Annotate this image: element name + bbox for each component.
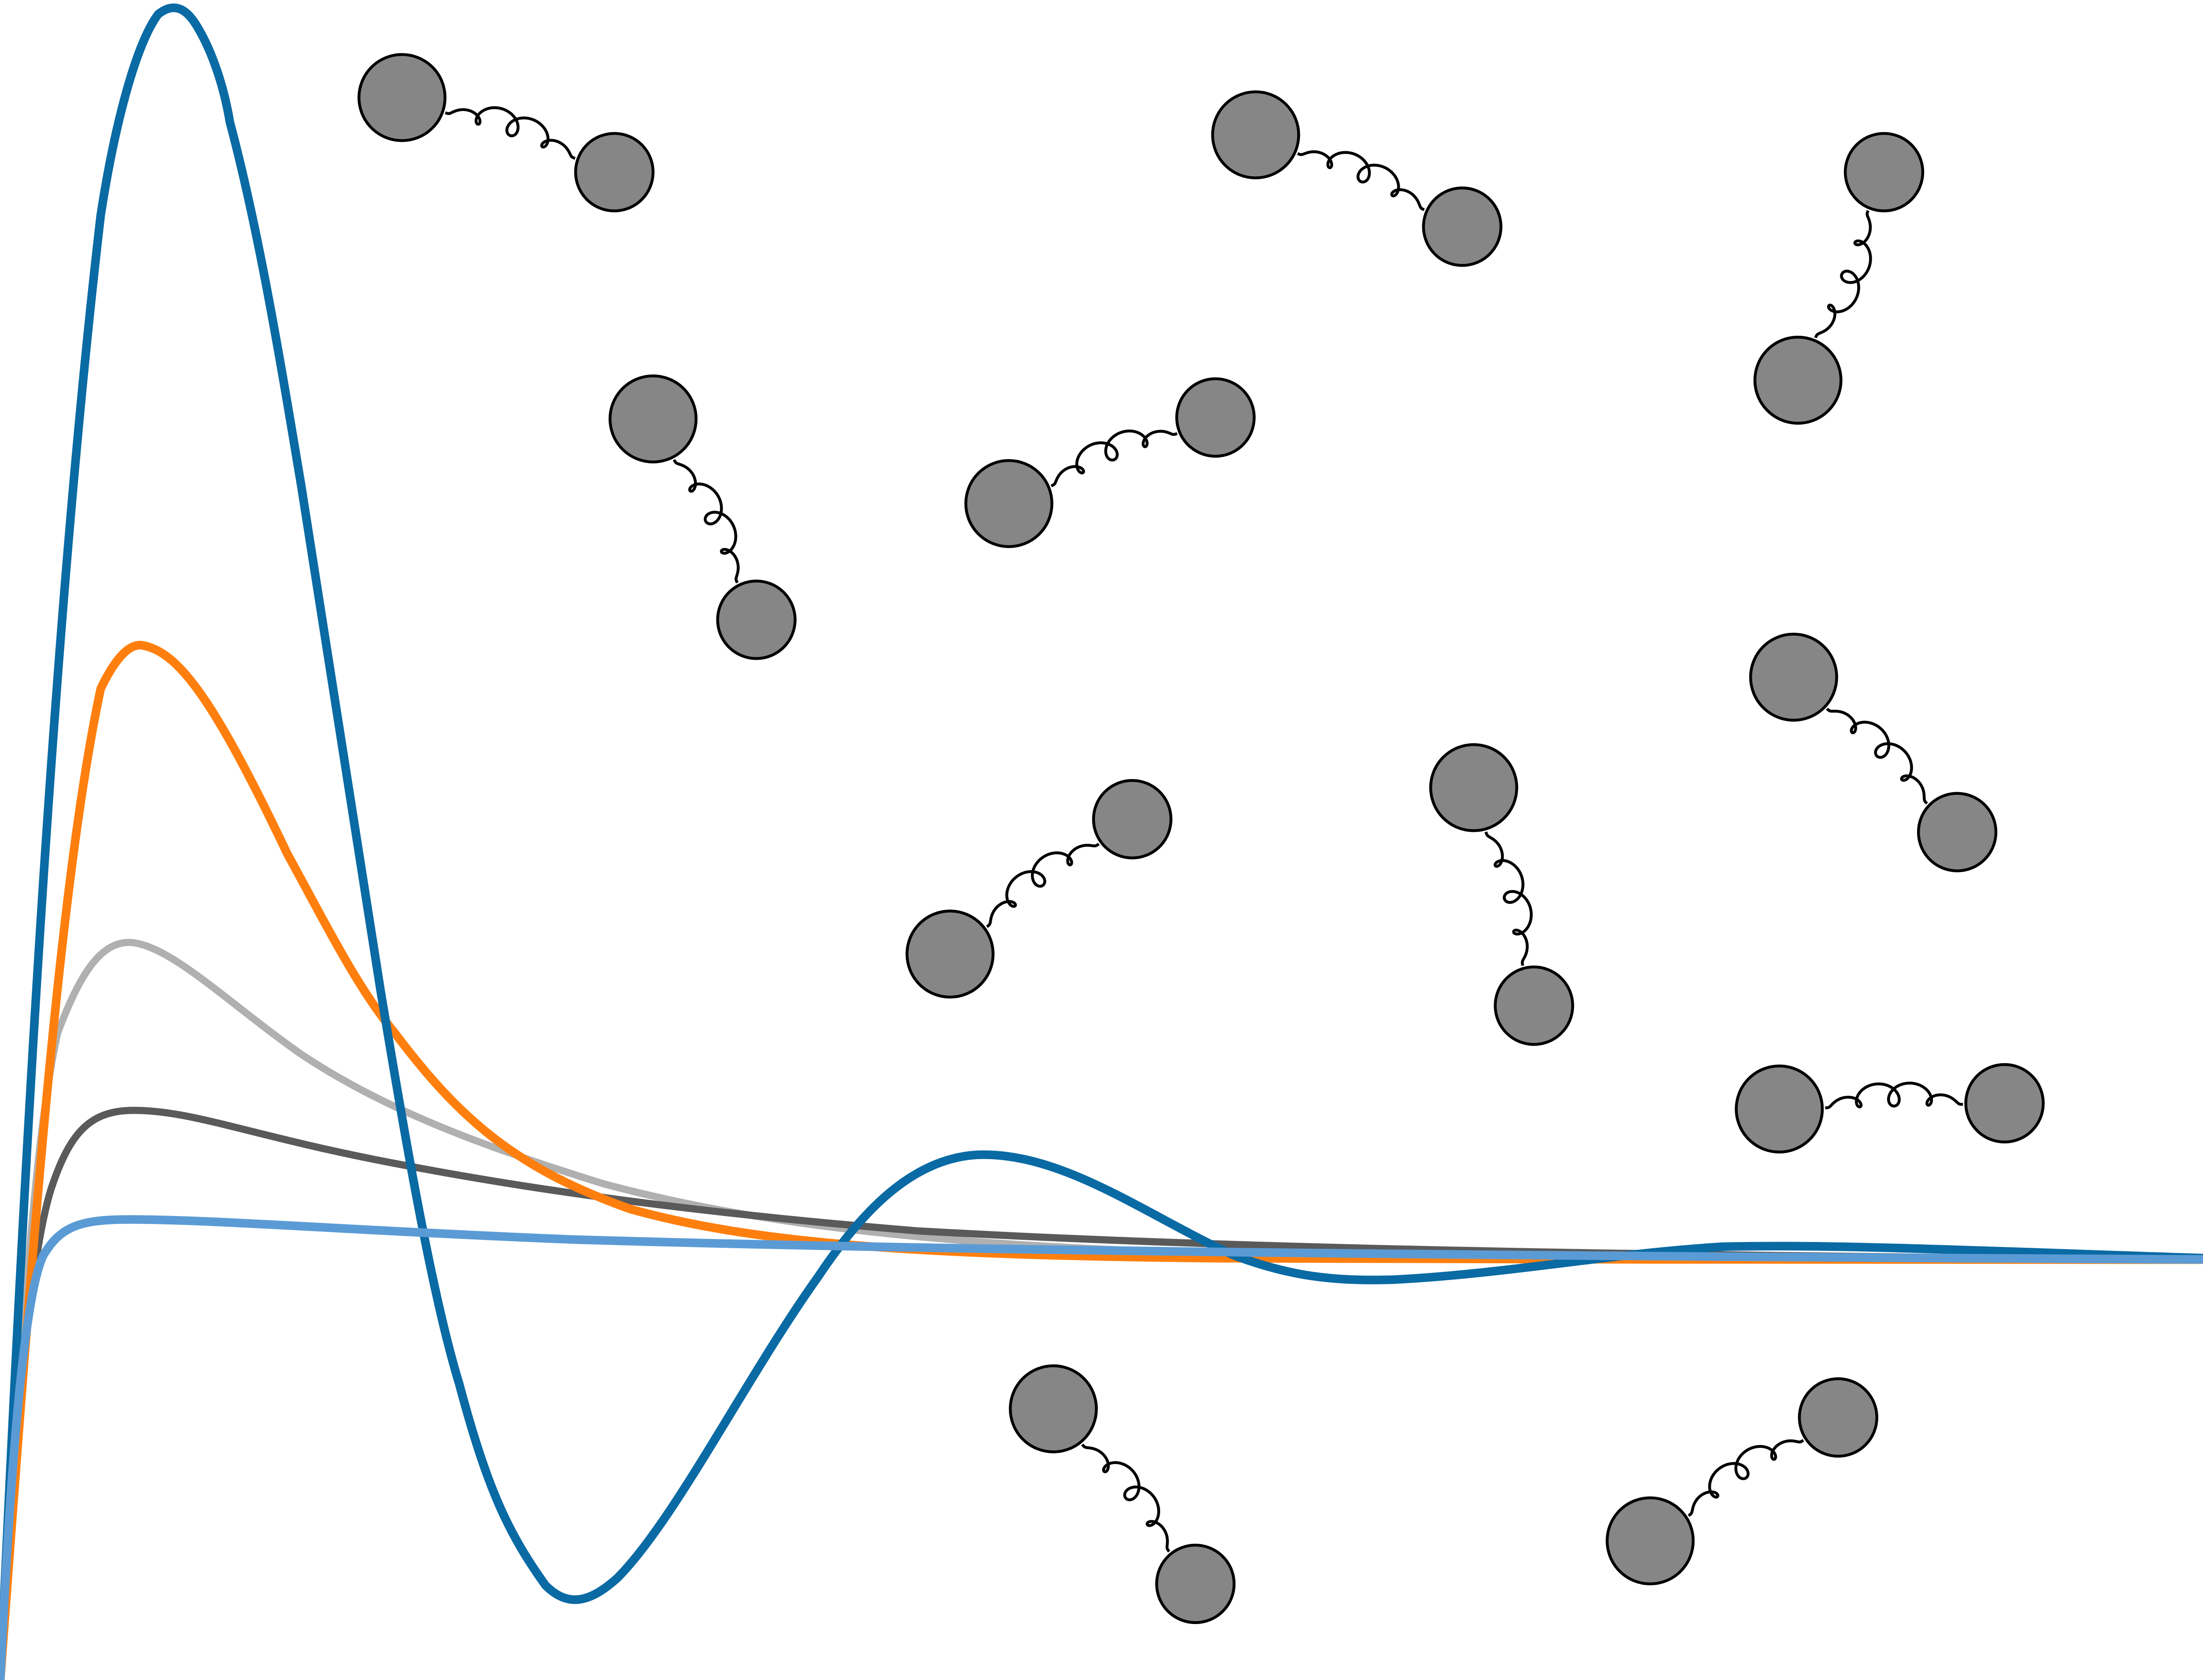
spring (445, 106, 576, 160)
atom (1422, 186, 1502, 267)
damped-response-curves (0, 3, 2203, 1680)
molecule (357, 53, 655, 212)
curve-gray-dark (0, 1107, 2203, 1680)
atom (1494, 965, 1574, 1046)
atom (574, 132, 655, 212)
spring (1825, 1082, 1963, 1109)
curve-orange (0, 641, 2203, 1680)
molecule (1753, 132, 1925, 425)
spring (1826, 708, 1928, 805)
spring (1484, 831, 1533, 966)
spring (1687, 1439, 1804, 1517)
spring (1081, 1443, 1171, 1553)
molecule (608, 374, 797, 660)
atom (1155, 1543, 1236, 1624)
spring (1297, 150, 1425, 211)
molecule (1009, 1364, 1236, 1624)
curve-blue-dark (0, 3, 2203, 1680)
diatomic-molecules (357, 53, 2045, 1624)
atom (964, 459, 1053, 548)
atom (1211, 90, 1300, 180)
atom (1798, 1377, 1879, 1458)
atom (1175, 377, 1256, 458)
atom (1735, 1064, 1824, 1153)
molecule (1606, 1377, 1879, 1586)
molecule (905, 779, 1172, 999)
spring (986, 842, 1100, 928)
atom (1749, 632, 1838, 722)
atom (1964, 1063, 2045, 1144)
atom (357, 53, 447, 142)
molecule (1735, 1063, 2045, 1153)
atom (716, 579, 797, 660)
spring (1814, 210, 1872, 338)
molecule (1749, 632, 1998, 872)
atom (1606, 1496, 1695, 1586)
atom (1429, 743, 1518, 832)
atom (1009, 1364, 1098, 1454)
atom (1843, 132, 1925, 212)
spring (1050, 429, 1178, 487)
atom (608, 374, 698, 464)
molecule (1429, 743, 1574, 1046)
molecule (964, 377, 1256, 548)
atom (1917, 792, 1998, 872)
atom (1753, 335, 1843, 425)
curve-blue-light (0, 1215, 2203, 1680)
spring (672, 459, 740, 584)
molecule (1211, 90, 1502, 267)
atom (1092, 779, 1172, 860)
atom (905, 909, 995, 999)
